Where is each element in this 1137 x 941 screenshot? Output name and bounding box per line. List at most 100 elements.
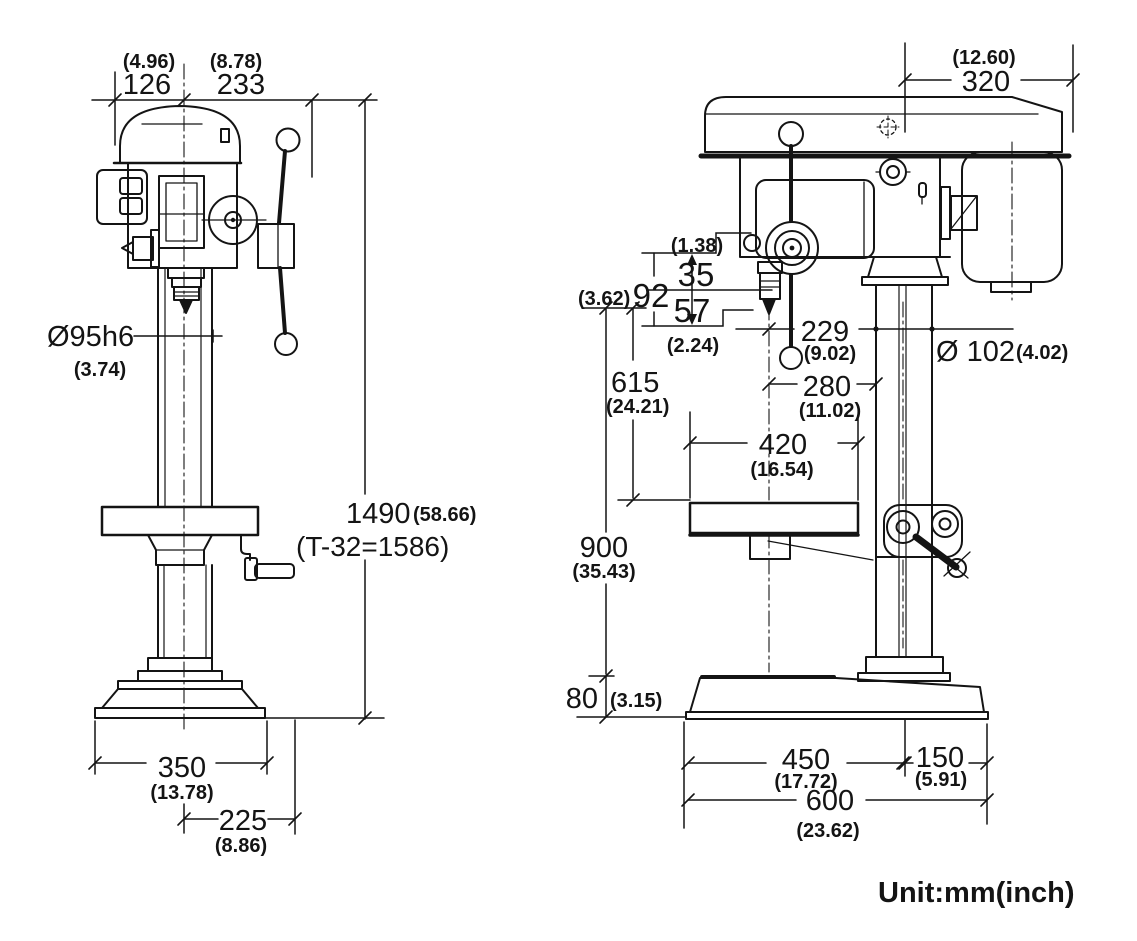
switch-box — [96, 169, 148, 225]
feed-hub-box — [257, 223, 295, 269]
label-126-inch: (4.96) — [123, 51, 175, 73]
label-280-mm: 280 — [803, 371, 851, 403]
base-step-2 — [117, 680, 243, 690]
label-80-mm: 80 — [566, 683, 598, 715]
arrow-35-up — [687, 254, 697, 265]
spindle-box-boss — [743, 234, 761, 252]
dimension-lines — [88, 42, 1080, 835]
drill-bit — [179, 299, 193, 314]
column-upper-inner — [164, 267, 202, 508]
leader-spindle-dia — [133, 329, 223, 343]
motor-bracket-diag — [950, 196, 977, 230]
arrow-57-down — [687, 314, 697, 325]
feed-lever-upper-ball — [778, 121, 804, 147]
feed-lever-lower-ball — [779, 346, 803, 370]
belt-tension-knob — [879, 158, 907, 186]
chuck-side-lines — [759, 280, 781, 288]
clamp-bolt-right — [931, 510, 959, 538]
label-column-dia-inch: (4.02) — [1016, 342, 1068, 364]
label-150-inch: (5.91) — [915, 769, 967, 791]
label-92-mm: 92 — [633, 277, 670, 314]
table — [100, 505, 260, 537]
switch-button-bottom — [119, 197, 143, 215]
label-126-mm: 126 — [123, 69, 171, 101]
table-bracket-diag — [767, 540, 874, 561]
feed-handle-upper-stem — [277, 149, 287, 225]
motor-cap — [990, 281, 1032, 293]
feed-hub-dot — [789, 245, 795, 251]
label-350-mm: 350 — [158, 752, 206, 784]
feed-handle-lower-stem — [278, 266, 287, 335]
feed-hub-inner — [782, 238, 802, 258]
feed-handle-lower-ball — [274, 332, 298, 356]
dim-615-line — [581, 307, 691, 501]
label-320-mm: 320 — [962, 66, 1010, 98]
base-plate — [94, 707, 266, 719]
column-lower — [157, 564, 213, 659]
label-420-mm: 420 — [759, 429, 807, 461]
label-column-dia-mm: Ø 102 — [936, 336, 1015, 368]
label-450-mm: 450 — [782, 744, 830, 776]
head-body — [127, 162, 238, 269]
base-side-body — [689, 677, 985, 713]
clamp-bolt-left — [886, 510, 920, 544]
depth-stop-bar — [150, 229, 160, 268]
clamp-bolt-left-inner — [895, 519, 911, 535]
depth-stop-tip — [121, 241, 134, 255]
unit-note: Unit:mm(inch) — [878, 877, 1075, 909]
label-350-inch: (13.78) — [150, 782, 213, 804]
base-body — [101, 688, 259, 709]
label-35-inch: (1.38) — [671, 235, 723, 257]
dim-80-line — [588, 675, 615, 718]
clamp-handle-cross — [941, 551, 971, 579]
quill-step-1 — [167, 267, 205, 279]
label-900-mm: 900 — [580, 532, 628, 564]
clamp-bolt-right-inner — [938, 517, 952, 531]
column-collar-rim — [861, 276, 949, 286]
table-side — [688, 501, 860, 535]
column-upper — [157, 267, 213, 508]
depth-stop-body — [132, 236, 154, 261]
label-320-inch: (12.60) — [952, 47, 1015, 69]
label-280-inch: (11.02) — [799, 400, 861, 422]
base-step-1 — [137, 670, 223, 682]
column-side — [875, 284, 933, 658]
label-35-mm: 35 — [678, 256, 715, 293]
label-92-inch: (3.62) — [578, 288, 630, 310]
feed-handle-upper-ball — [275, 127, 301, 153]
chuck-side — [759, 272, 781, 300]
label-225-mm: 225 — [219, 805, 267, 837]
column-lower-inner — [163, 564, 207, 659]
head-cover — [704, 96, 1063, 153]
clamp-handle-ball — [947, 558, 967, 578]
label-900-inch: (35.43) — [572, 561, 635, 583]
label-229-inch: (9.02) — [804, 343, 856, 365]
spindle-box — [755, 179, 875, 259]
label-233-mm: 233 — [217, 69, 265, 101]
label-height-note: (T-32=1586) — [296, 531, 449, 562]
table-crank-arm — [240, 534, 251, 561]
label-450-inch: (17.72) — [774, 771, 837, 793]
label-spindle-dia-mm: Ø95h6 — [47, 321, 134, 353]
base-side-plate — [685, 711, 989, 720]
belt-window-inner — [165, 182, 198, 242]
right-view-machine — [685, 96, 1072, 720]
dome-side-nub — [220, 128, 230, 143]
dim-350 — [94, 720, 268, 775]
dimension-labels: (4.96) 126 (8.78) 233 Ø95h6 (3.74) 1490 … — [47, 47, 1075, 909]
chuck-lines — [173, 291, 200, 297]
label-150-mm: 150 — [916, 742, 964, 774]
label-229-mm: 229 — [801, 316, 849, 348]
head-dome — [119, 105, 241, 164]
feed-hub-mid — [774, 230, 810, 266]
motor-bracket-bar — [940, 186, 951, 240]
cover-hinge-cross — [876, 115, 900, 139]
dim-bottom-exts — [683, 718, 988, 829]
dim-320 — [904, 42, 1074, 133]
chuck — [173, 286, 200, 301]
belt-tension-knob-inner — [886, 165, 900, 179]
dim-35-57-92-steps — [641, 232, 773, 327]
label-57-mm: 57 — [674, 292, 711, 329]
label-600-mm: 600 — [806, 785, 854, 817]
